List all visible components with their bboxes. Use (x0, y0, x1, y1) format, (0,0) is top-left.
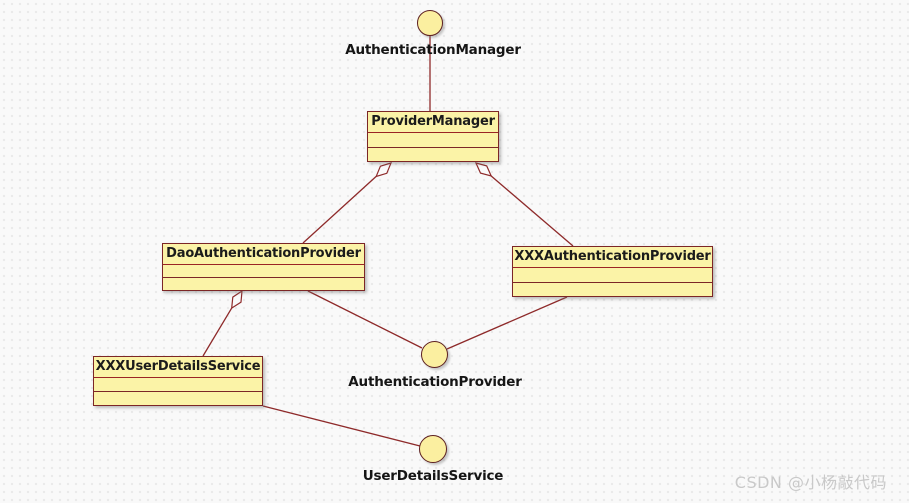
class-name: XXXAuthenticationProvider (513, 247, 712, 268)
class-box-provider-manager: ProviderManager (367, 111, 499, 162)
class-box-xxx-authentication-provider: XXXAuthenticationProvider (512, 246, 713, 297)
edge-daoauthenticationprovider-xxxuserdetailsservice (202, 307, 233, 357)
interface-label-authentication-manager: AuthenticationManager (345, 42, 521, 58)
class-name: XXXUserDetailsService (94, 357, 262, 378)
class-name: DaoAuthenticationProvider (163, 244, 364, 265)
attributes-compartment (368, 133, 498, 148)
attributes-compartment (513, 268, 712, 283)
methods-compartment (163, 278, 364, 290)
attributes-compartment (94, 378, 262, 392)
class-box-xxx-user-details-service: XXXUserDetailsService (93, 356, 263, 406)
edge-providermanager-xxxauthenticationprovider (490, 175, 574, 247)
interface-label-user-details-service: UserDetailsService (362, 468, 504, 484)
edge-xxxuserdetailsservice-userdetailsservice (262, 405, 421, 447)
methods-compartment (368, 148, 498, 162)
interface-label-authentication-provider: AuthenticationProvider (348, 374, 522, 390)
aggregation-diamond-daoauthenticationprovider (230, 289, 243, 310)
methods-compartment (94, 392, 262, 405)
class-box-dao-authentication-provider: DaoAuthenticationProvider (162, 243, 365, 291)
aggregation-diamond-providermanager-left (375, 162, 393, 178)
methods-compartment (513, 283, 712, 297)
watermark: CSDN @小杨敲代码 (734, 473, 887, 492)
class-name: ProviderManager (368, 112, 498, 133)
edge-xxxauthenticationprovider-authenticationprovider (446, 296, 568, 350)
attributes-compartment (163, 265, 364, 278)
edge-providermanager-daoauthenticationprovider (302, 175, 377, 244)
interface-lollipop-user-details-service (419, 435, 447, 463)
interface-lollipop-authentication-manager (417, 10, 443, 36)
edge-daoauthenticationprovider-authenticationprovider (307, 290, 423, 349)
aggregation-diamond-providermanager-right (474, 162, 493, 177)
interface-lollipop-authentication-provider (421, 341, 448, 368)
